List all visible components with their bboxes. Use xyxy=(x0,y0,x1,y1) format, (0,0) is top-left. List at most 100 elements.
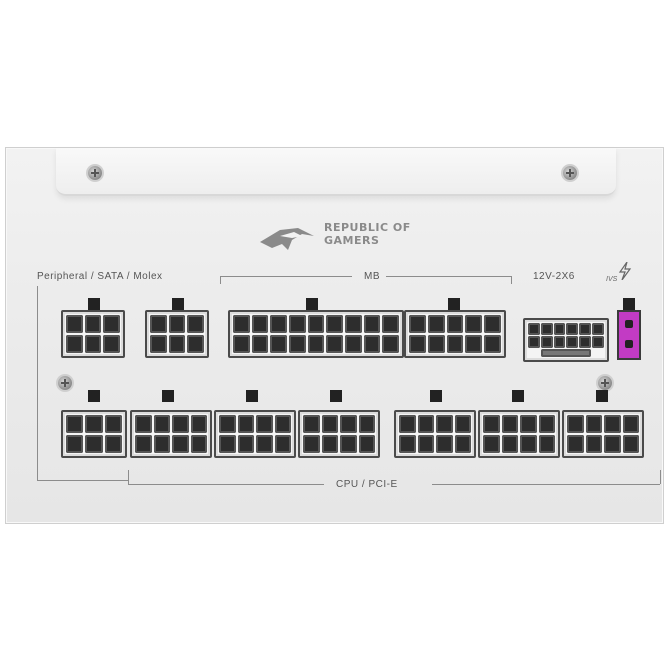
pin xyxy=(103,335,120,353)
top-plate xyxy=(56,148,616,196)
pin xyxy=(168,335,186,353)
pin xyxy=(219,415,236,433)
brand-line-2: GAMERS xyxy=(324,234,380,247)
psu-panel: REPUBLIC OF GAMERS Peripheral / SATA / M… xyxy=(5,147,664,524)
cpu-pcie-connector[interactable] xyxy=(394,410,476,458)
pin xyxy=(399,415,416,433)
pin xyxy=(237,415,254,433)
mb-24pin-connector-a[interactable] xyxy=(228,310,404,358)
pin xyxy=(307,315,325,333)
pin xyxy=(84,335,102,353)
pin xyxy=(520,435,537,453)
connector-latch xyxy=(596,390,608,402)
pin xyxy=(150,315,167,333)
pin xyxy=(150,335,167,353)
pin xyxy=(579,323,592,335)
sense-pin xyxy=(540,349,592,357)
pin xyxy=(567,435,584,453)
pin xyxy=(66,435,84,453)
brand-text: REPUBLIC OF GAMERS xyxy=(324,221,411,247)
mb-24pin-connector-b[interactable] xyxy=(404,310,506,358)
connector-latch xyxy=(430,390,442,402)
cpu-pcie-connector[interactable] xyxy=(130,410,212,458)
pin xyxy=(219,435,236,453)
mb-bracket-tick xyxy=(511,276,512,284)
pin xyxy=(622,435,639,453)
pin xyxy=(363,315,381,333)
peripheral-connector[interactable] xyxy=(61,310,125,358)
sense-connector[interactable] xyxy=(617,310,641,360)
pin xyxy=(483,435,500,453)
pin xyxy=(270,315,287,333)
cpu-pcie-connector[interactable] xyxy=(61,410,127,458)
12v-label: 12V-2X6 xyxy=(533,271,575,282)
pin xyxy=(358,435,375,453)
connector-latch xyxy=(172,298,184,310)
pin xyxy=(153,435,170,453)
pin xyxy=(501,435,518,453)
cpu-bracket-right-tick xyxy=(660,470,661,484)
screw-icon xyxy=(88,166,102,180)
cpu-pcie-label: CPU / PCI-E xyxy=(336,479,398,490)
pin xyxy=(553,323,566,335)
pin xyxy=(567,415,584,433)
cpu-pcie-connector[interactable] xyxy=(298,410,380,458)
pin xyxy=(321,435,338,453)
cpu-pcie-connector[interactable] xyxy=(478,410,560,458)
pin xyxy=(566,323,579,335)
connector-latch xyxy=(448,298,460,310)
pin xyxy=(307,335,325,353)
pin xyxy=(553,336,566,348)
pin xyxy=(190,415,207,433)
pin xyxy=(303,435,320,453)
pin xyxy=(274,415,291,433)
periph-bracket-bottom xyxy=(37,480,128,481)
pin xyxy=(538,435,555,453)
cpu-pcie-connector[interactable] xyxy=(214,410,296,458)
pin xyxy=(270,335,287,353)
pin xyxy=(409,315,426,333)
pin xyxy=(288,315,306,333)
pin xyxy=(288,335,306,353)
pin xyxy=(340,415,357,433)
pin xyxy=(251,335,269,353)
peripheral-label: Peripheral / SATA / Molex xyxy=(37,271,163,282)
pin xyxy=(382,315,399,333)
pin xyxy=(540,336,553,348)
pin xyxy=(104,415,122,433)
peripheral-connector[interactable] xyxy=(145,310,209,358)
connector-latch xyxy=(88,390,100,402)
pin xyxy=(233,315,250,333)
connector-latch xyxy=(330,390,342,402)
lightning-bolt-icon xyxy=(618,262,632,280)
pin xyxy=(135,415,152,433)
screw-icon xyxy=(563,166,577,180)
cpu-pcie-connector[interactable] xyxy=(562,410,644,458)
pin xyxy=(168,315,186,333)
pin xyxy=(520,415,537,433)
12v-2x6-connector[interactable] xyxy=(523,318,609,362)
brand-line-1: REPUBLIC OF xyxy=(324,221,411,234)
pin xyxy=(103,315,120,333)
mb-label: MB xyxy=(364,271,380,282)
pin xyxy=(237,435,254,453)
pin xyxy=(528,336,540,348)
pin xyxy=(409,335,426,353)
screw-icon xyxy=(598,376,612,390)
pin xyxy=(66,315,83,333)
pin xyxy=(585,415,602,433)
pin xyxy=(465,335,483,353)
pin xyxy=(417,415,434,433)
pin xyxy=(484,335,501,353)
screw-icon xyxy=(58,376,72,390)
pin xyxy=(190,435,207,453)
pin xyxy=(274,435,291,453)
pin xyxy=(501,415,518,433)
pin xyxy=(483,415,500,433)
pin xyxy=(604,435,621,453)
pin xyxy=(135,435,152,453)
pin xyxy=(592,336,604,348)
pin xyxy=(427,315,445,333)
pin xyxy=(454,415,471,433)
cpu-bracket-left xyxy=(128,484,324,485)
